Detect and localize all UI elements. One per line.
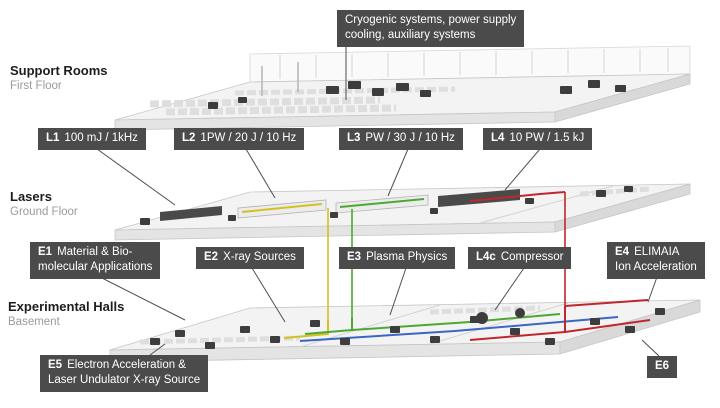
- leader-lines: [96, 46, 660, 357]
- tag-text: ELIMAIA: [634, 246, 680, 258]
- floor-subtitle: First Floor: [10, 79, 62, 92]
- tag-text: Compressor: [500, 251, 564, 263]
- tag-code: L1: [46, 132, 60, 144]
- tag-l4: L4 10 PW / 1.5 kJ: [483, 128, 593, 151]
- tag-text: 100 mJ / 1kHz: [64, 132, 138, 144]
- tag-text: 10 PW / 1.5 kJ: [509, 132, 585, 144]
- tag-cryogenic-systems: Cryogenic systems, power supply cooling,…: [337, 10, 525, 48]
- tag-code: L4: [491, 132, 505, 144]
- tag-code: L3: [347, 132, 361, 144]
- tag-e3: E3 Plasma Physics: [339, 247, 456, 270]
- tag-code: E4: [615, 246, 630, 258]
- vacuum-chamber: [515, 308, 525, 318]
- floor-support-rooms: [114, 45, 691, 131]
- tag-e4: E4 ELIMAIA Ion Acceleration: [607, 242, 705, 280]
- tag-text: cooling, auxiliary systems: [345, 29, 476, 42]
- beamline-e2-green: [351, 313, 561, 331]
- floor-name: Support Rooms: [10, 63, 108, 78]
- floor-subtitle: Basement: [8, 315, 60, 328]
- tag-l4c: L4c Compressor: [468, 247, 572, 270]
- tag-code: E6: [655, 360, 670, 372]
- beamline-l3-green: [339, 198, 425, 208]
- floor-subtitle: Ground Floor: [10, 205, 78, 218]
- beamline-green-branch: [304, 329, 353, 335]
- tag-e5: E5 Electron Acceleration & Laser Undulato…: [40, 355, 209, 393]
- floor-title-support-rooms: Support Rooms First Floor: [10, 63, 108, 94]
- tag-e6: E6: [647, 356, 678, 379]
- floor-name: Experimental Halls: [8, 299, 125, 314]
- tag-text: Cryogenic systems, power supply: [345, 14, 517, 26]
- floor-lasers: [114, 183, 691, 241]
- tag-l2: L2 1PW / 20 J / 10 Hz: [174, 128, 305, 151]
- tag-text: Electron Acceleration &: [67, 359, 186, 371]
- tag-text: Laser Undulator X-ray Source: [48, 374, 201, 387]
- beamline-e1-yellow: [283, 320, 329, 339]
- equipment-blocks: [140, 186, 633, 225]
- tag-code: E3: [347, 251, 362, 263]
- beamline-e3-blue: [299, 316, 619, 342]
- tag-e1: E1 Material & Bio- molecular Applications: [30, 242, 161, 280]
- beamline-l2-yellow: [241, 203, 323, 213]
- floor-title-lasers: Lasers Ground Floor: [10, 189, 78, 220]
- tag-code: L4c: [476, 251, 496, 263]
- vacuum-chamber: [476, 312, 488, 324]
- floor-name: Lasers: [10, 189, 52, 204]
- tag-text: PW / 30 J / 10 Hz: [365, 132, 455, 144]
- beamline-e4-red: [564, 299, 649, 307]
- tag-l3: L3 PW / 30 J / 10 Hz: [339, 128, 463, 151]
- tag-l1: L1 100 mJ / 1kHz: [38, 128, 146, 151]
- tag-code: E5: [48, 359, 63, 371]
- tag-text: X-ray Sources: [223, 251, 296, 263]
- tag-text: Ion Acceleration: [615, 261, 697, 274]
- equipment-blocks: [208, 80, 626, 109]
- beamline-e6-red: [564, 319, 651, 333]
- beamline-l4-red: [469, 191, 566, 202]
- tag-text: molecular Applications: [38, 261, 153, 274]
- tag-text: 1PW / 20 J / 10 Hz: [200, 132, 297, 144]
- tag-code: E1: [38, 246, 53, 258]
- laser-l4-table: [438, 189, 520, 207]
- tag-code: L2: [182, 132, 196, 144]
- floor-title-experimental-halls: Experimental Halls Basement: [8, 299, 124, 330]
- wall-window-ticks: [279, 48, 669, 79]
- tag-e2: E2 X-ray Sources: [196, 247, 304, 270]
- experimental-hall-contents: [150, 299, 665, 349]
- tag-code: E2: [204, 251, 219, 263]
- floor-experimental-halls: [109, 299, 701, 363]
- rack-rows: [149, 86, 456, 116]
- tag-text: Material & Bio-: [57, 246, 133, 258]
- tag-text: Plasma Physics: [366, 251, 448, 263]
- equipment-blocks: [150, 308, 665, 349]
- laser-l1-table: [160, 206, 222, 221]
